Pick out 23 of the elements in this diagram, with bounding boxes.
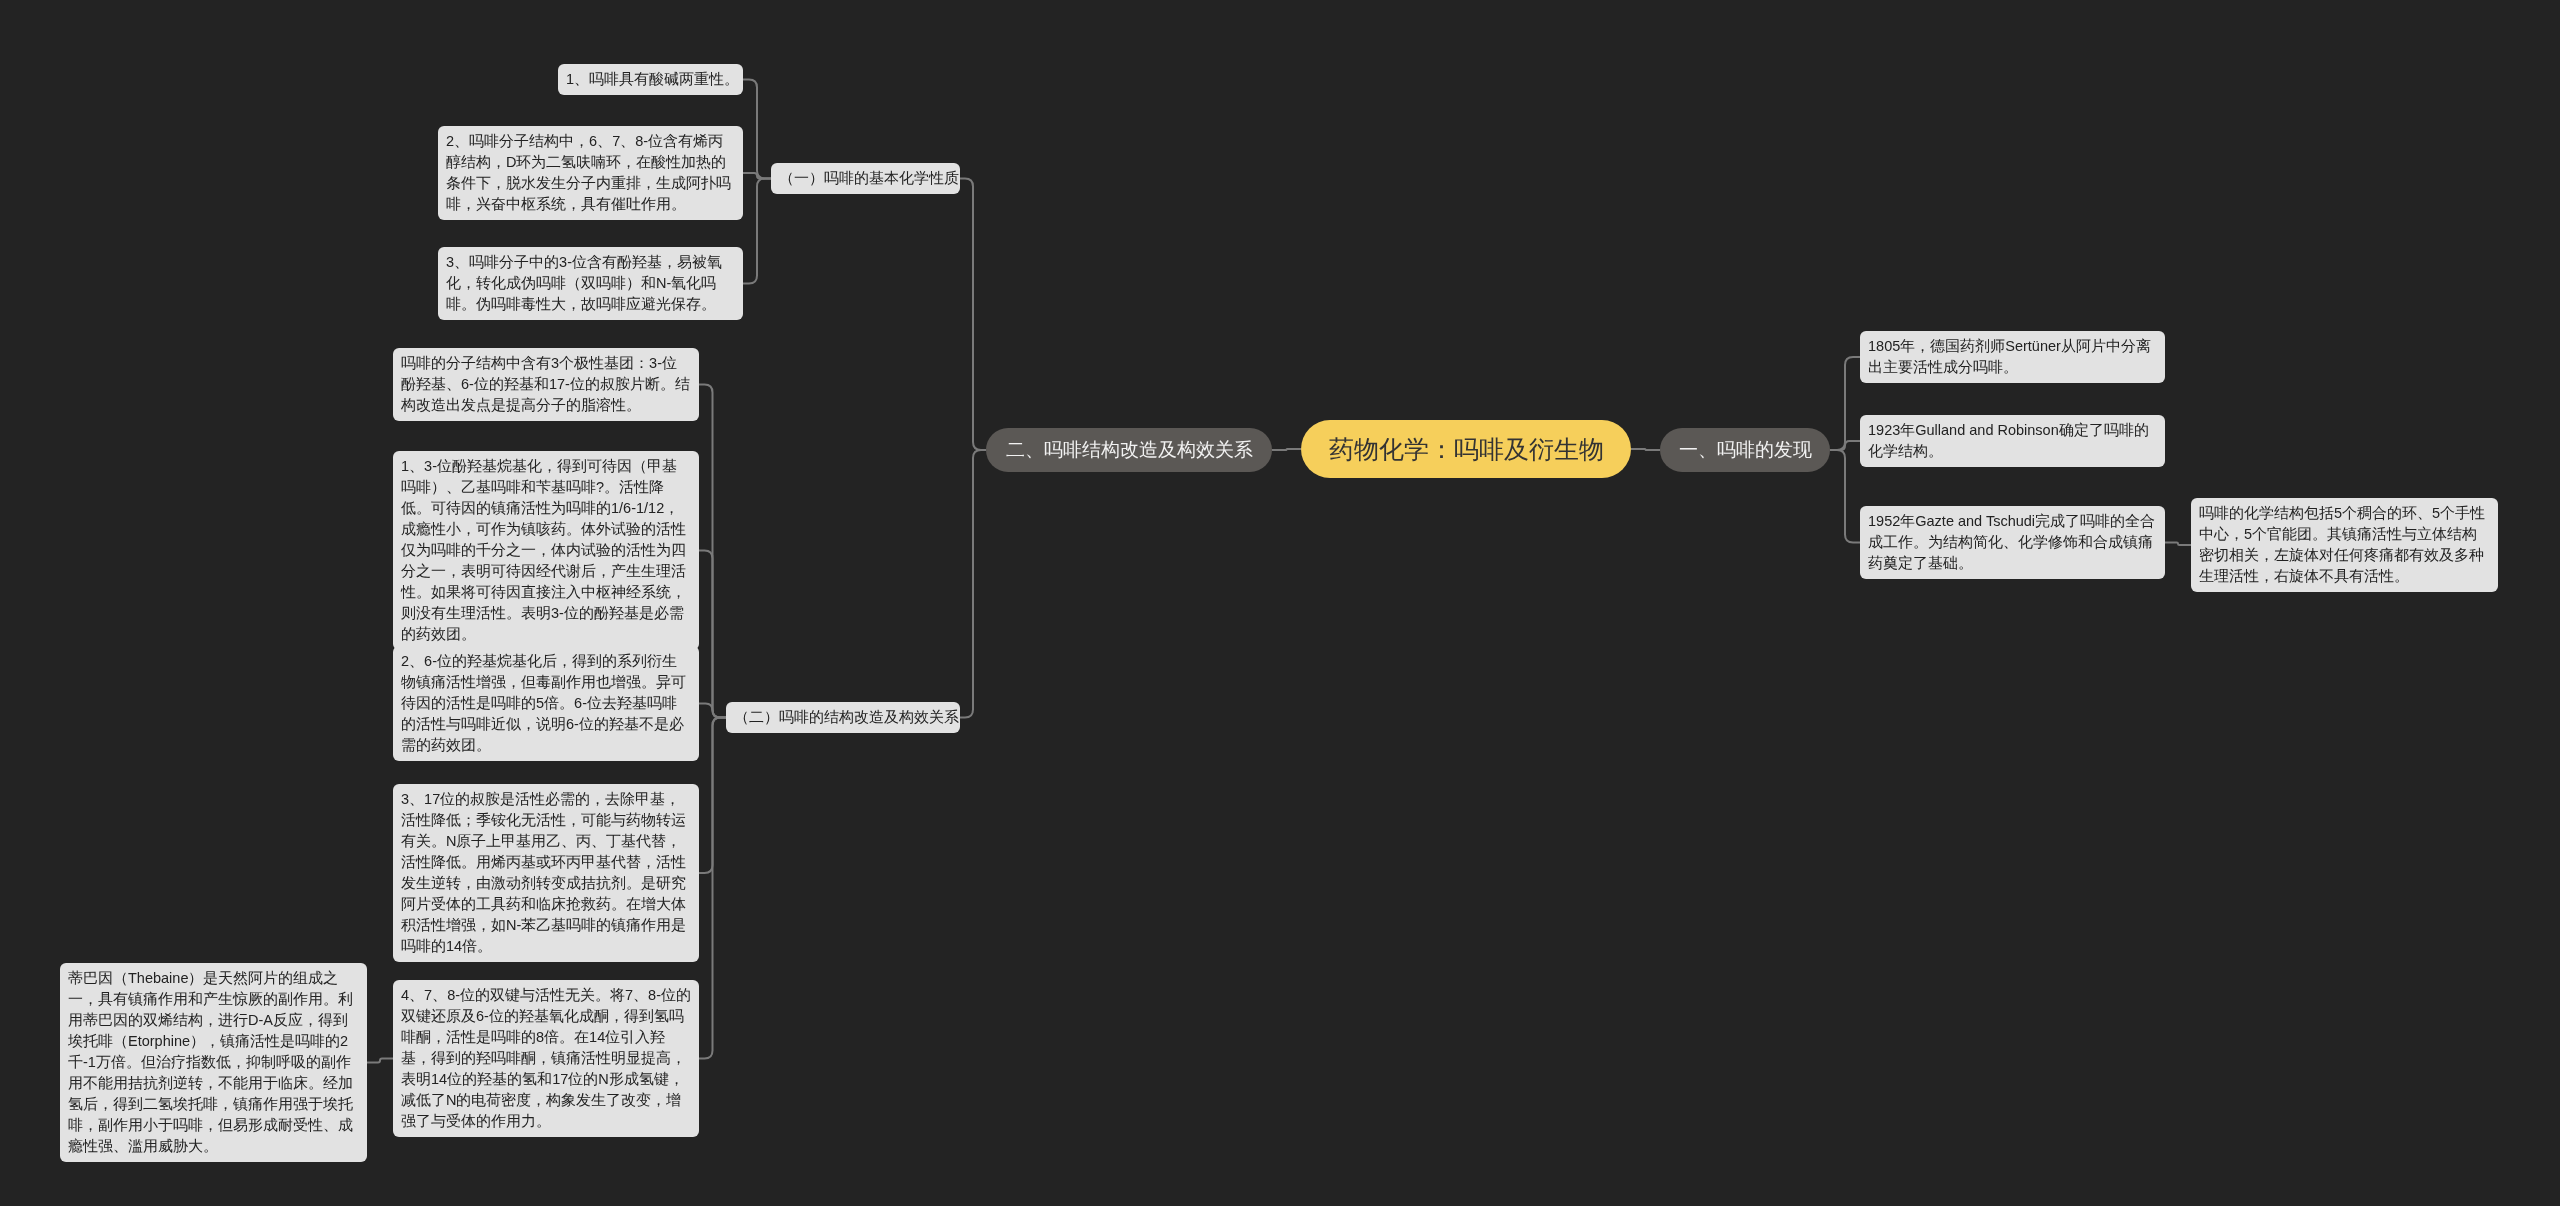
note-card: 2、吗啡分子结构中，6、7、8-位含有烯丙醇结构，D环为二氢呋喃环，在酸性加热的条件下，脱水发生分子内重排，生成阿扑吗啡，兴奋中枢系统，具有催吐作用。: [438, 126, 743, 220]
connector-line: [1630, 448, 1661, 451]
note-card: 1923年Gulland and Robinson确定了吗啡的化学结构。: [1860, 415, 2165, 467]
topic-pill: 二、吗啡结构改造及构效关系: [986, 428, 1272, 472]
connector-line: [698, 716, 727, 1060]
note-card: 吗啡的化学结构包括5个稠合的环、5个手性中心，5个官能团。其镇痛活性与立体结构密切相关，左旋体对任何疼痛都有效及多种生理活性，右旋体不具有活性。: [2191, 498, 2498, 592]
note-card: 吗啡的分子结构中含有3个极性基团：3-位酚羟基、6-位的羟基和17-位的叔胺片断。结构改造出发点是提高分子的脂溶性。: [393, 348, 699, 421]
note-card: 3、17位的叔胺是活性必需的，去除甲基，活性降低；季铵化无活性，可能与药物转运有关。N原子上甲基用乙、丙、丁基代替，活性降低。用烯丙基或环丙甲基代替，活性发生逆转，由激动剂转变成拮抗剂。是研究阿片受体的工具药和临床抢救药。在增大体积活性增强，如N-苯乙基吗啡的镇痛作用是吗啡的14倍。: [393, 784, 699, 962]
central-topic: 药物化学：吗啡及衍生物: [1301, 420, 1631, 478]
note-card: 蒂巴因（Thebaine）是天然阿片的组成之一，具有镇痛作用和产生惊厥的副作用。利用蒂巴因的双烯结构，进行D-A反应，得到埃托啡（Etorphine），镇痛活性是吗啡的2千-1万倍。但治疗指数低，抑制呼吸的副作用不能用拮抗剂逆转，不能用于临床。经加氢后，得到二氢埃托啡，镇痛作用强于埃托啡，副作用小于吗啡，但易形成耐受性、成瘾性强、滥用威胁大。: [60, 963, 367, 1162]
note-card: 3、吗啡分子中的3-位含有酚羟基，易被氧化，转化成伪吗啡（双吗啡）和N-氧化吗啡。伪吗啡毒性大，故吗啡应避光保存。: [438, 247, 743, 320]
connector-line: [1271, 448, 1302, 451]
note-card: 1805年，德国药剂师Sertüner从阿片中分离出主要活性成分吗啡。: [1860, 331, 2165, 383]
subtopic-box: 1、吗啡具有酸碱两重性。: [558, 64, 743, 95]
connector-line: [2164, 541, 2192, 546]
subtopic-box: （二）吗啡的结构改造及构效关系: [726, 702, 960, 733]
connector-line: [366, 1057, 394, 1064]
note-card: 1、3-位酚羟基烷基化，得到可待因（甲基吗啡）、乙基吗啡和苄基吗啡?。活性降低。可待因的镇痛活性为吗啡的1/6-1/12，成瘾性小，可作为镇咳药。体外试验的活性仅为吗啡的千分之一，体内试验的活性为四分之一，表明可待因经代谢后，产生生理活性。如果将可待因直接注入中枢神经系统，则没有生理活性。表明3-位的酚羟基是必需的药效团。: [393, 451, 699, 650]
topic-pill: 一、吗啡的发现: [1660, 428, 1830, 472]
subtopic-box: （一）吗啡的基本化学性质: [771, 163, 960, 194]
note-card: 1952年Gazte and Tschudi完成了吗啡的全合成工作。为结构简化、化学修饰和合成镇痛药奠定了基础。: [1860, 506, 2165, 579]
note-card: 4、7、8-位的双键与活性无关。将7、8-位的双键还原及6-位的羟基氧化成酮，得到氢吗啡酮，活性是吗啡的8倍。在14位引入羟基，得到的羟吗啡酮，镇痛活性明显提高，表明14位的羟基的氢和17位的N形成氢键，减低了N的电荷密度，构象发生了改变，增强了与受体的作用力。: [393, 980, 699, 1137]
note-card: 2、6-位的羟基烷基化后，得到的系列衍生物镇痛活性增强，但毒副作用也增强。异可待因的活性是吗啡的5倍。6-位去羟基吗啡的活性与吗啡近似，说明6-位的羟基不是必需的药效团。: [393, 646, 699, 761]
